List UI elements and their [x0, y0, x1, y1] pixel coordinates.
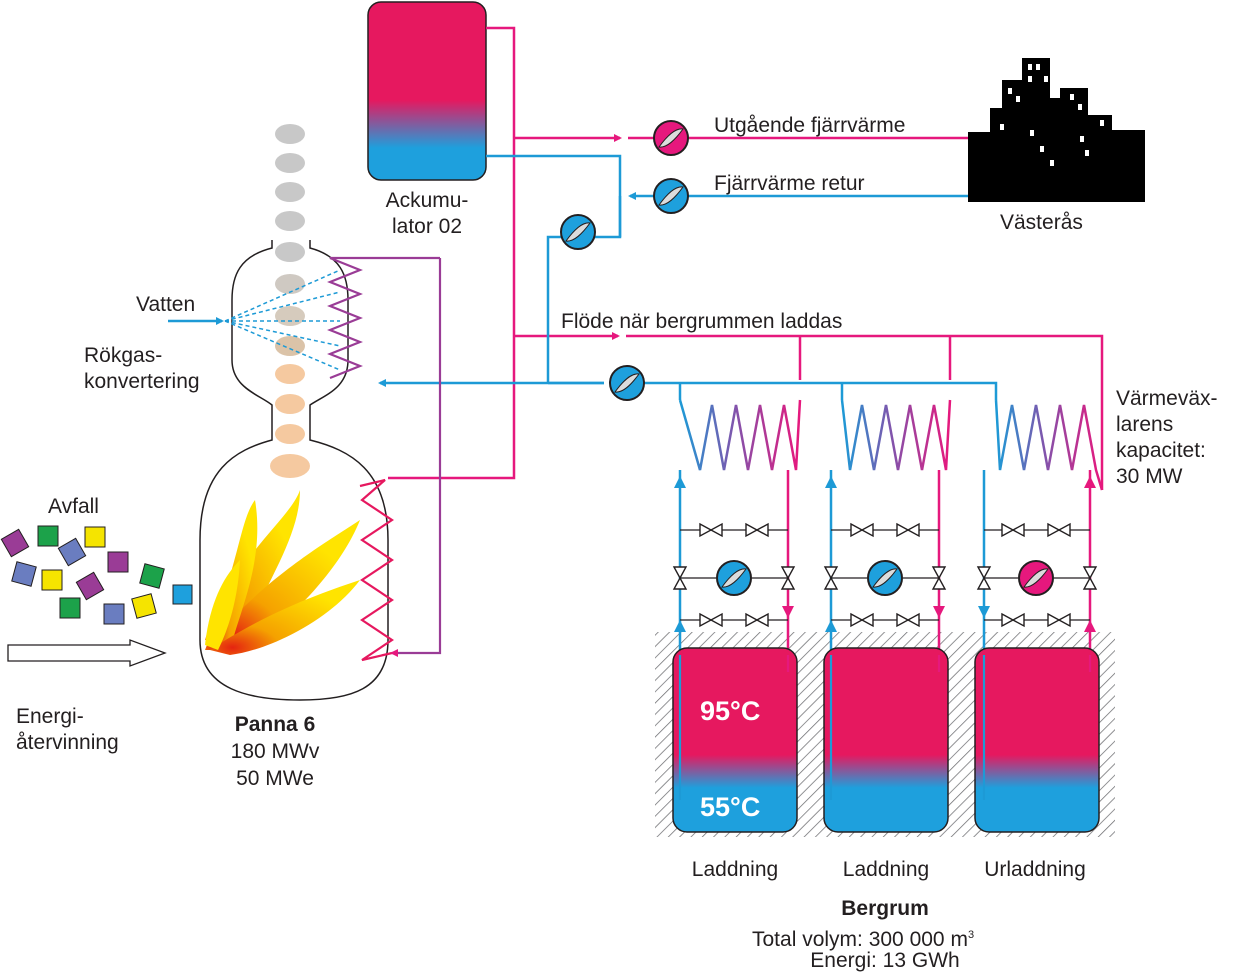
arrow-icon — [7, 639, 167, 667]
pump-icon — [716, 560, 752, 596]
flue-gas-label: Rökgas- konvertering — [84, 344, 200, 393]
energy-recovery-label: Energi- återvinning — [16, 705, 119, 754]
bergrum-volume: Total volym: 300 000 m3 — [752, 928, 975, 951]
spray-nozzle-icon — [168, 269, 341, 371]
boiler-heat-exchanger — [359, 478, 394, 662]
pump-icon — [867, 560, 903, 596]
pump-icon — [560, 214, 596, 250]
waste-cube-icon — [0, 525, 193, 625]
pump-icon — [653, 178, 689, 214]
cold-pipes — [378, 154, 998, 400]
gas-puffs — [270, 242, 310, 478]
bergrum-title: Bergrum — [841, 897, 929, 920]
city-label: Västerås — [1000, 211, 1083, 234]
boiler-return-pipe — [392, 258, 442, 655]
cavern-tank-3 — [974, 647, 1100, 833]
hot-temperature-label: 95°C — [700, 696, 761, 726]
flame-icon — [205, 490, 360, 655]
boiler-name: Panna 6 — [234, 713, 316, 736]
cavern-2-status: Laddning — [842, 858, 930, 881]
cavern-2-pipes — [829, 470, 941, 655]
flue-gas-heat-exchanger — [327, 256, 440, 380]
hot-pipes — [388, 26, 1104, 490]
charging-flow-label: Flöde när bergrummen laddas — [561, 310, 843, 333]
exchanger-capacity-label: Värmeväx- larens kapacitet: 30 MW — [1116, 387, 1218, 488]
cavern-tank-2 — [823, 647, 949, 833]
city-skyline-icon — [968, 58, 1145, 202]
pump-icon — [1018, 560, 1054, 596]
accumulator-tank — [367, 1, 487, 181]
water-label: Vatten — [136, 293, 196, 316]
pump-icon — [653, 120, 689, 156]
waste-label: Avfall — [48, 495, 99, 518]
heat-exchanger-icon — [678, 399, 1104, 491]
cold-temperature-label: 55°C — [700, 792, 761, 822]
bergrum-energy: Energi: 13 GWh — [810, 949, 960, 972]
outgoing-heat-label: Utgående fjärrvärme — [714, 114, 906, 137]
cavern-1-status: Laddning — [691, 858, 779, 881]
accumulator-label: Ackumu- lator 02 — [385, 189, 469, 238]
cavern-tank-1 — [672, 647, 798, 833]
cavern-3-status: Urladdning — [984, 858, 1086, 881]
smoke-stack — [275, 124, 305, 231]
pump-icon — [609, 365, 645, 401]
return-heat-label: Fjärrvärme retur — [714, 172, 865, 195]
boiler-electric-output: 50 MWe — [236, 767, 314, 790]
boiler-heat-output: 180 MWv — [230, 740, 320, 763]
